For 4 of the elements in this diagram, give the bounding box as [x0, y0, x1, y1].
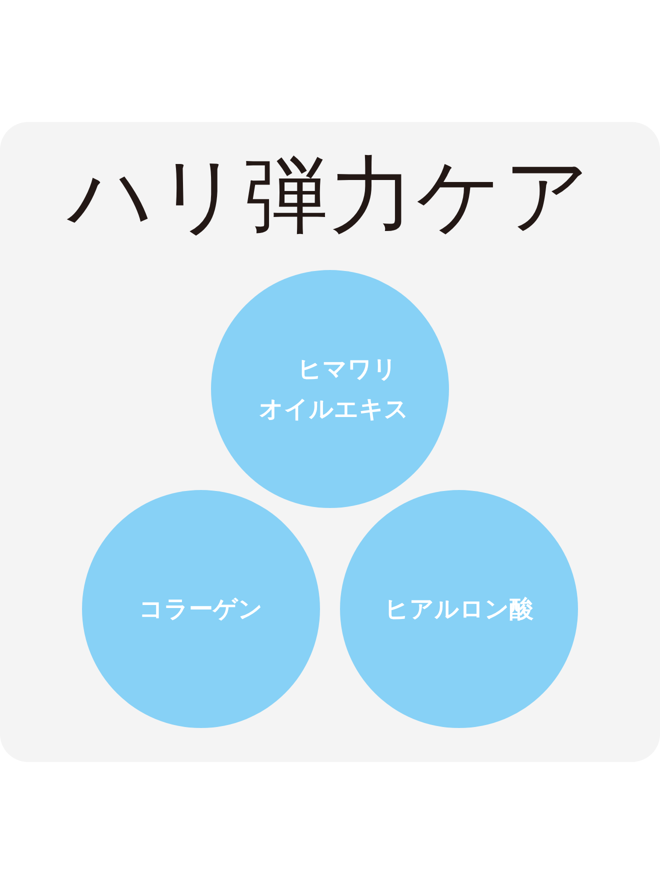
ingredient-label: ヒマワリオイルエキス	[259, 354, 410, 425]
title: ハリ弾力ケア	[66, 145, 593, 246]
ingredient-label: ヒアルロン酸	[384, 594, 534, 625]
ingredient-label: コラーゲン	[139, 594, 263, 625]
